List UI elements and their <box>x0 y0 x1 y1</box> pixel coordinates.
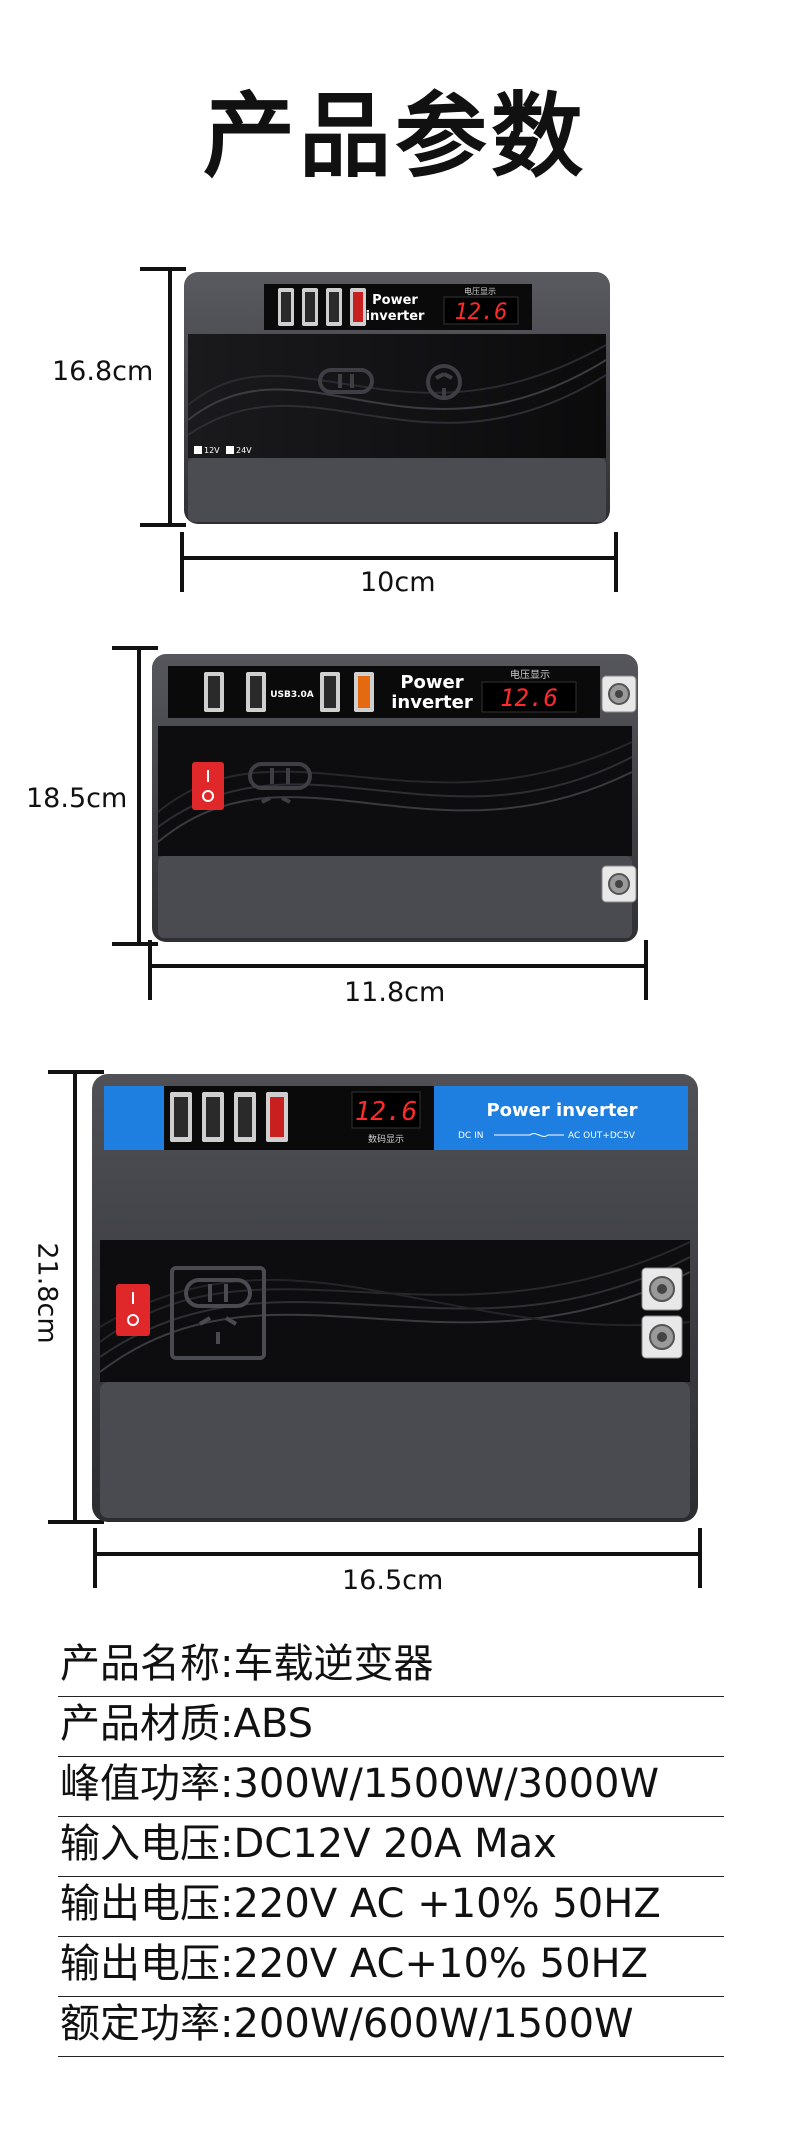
device-1-image: Power inverter 电压显示 12.6 12V 24V <box>184 272 610 524</box>
device-1-ac-socket-left <box>318 368 374 394</box>
device-1-switch-24v: 24V <box>236 446 252 455</box>
device-1-height-label: 16.8cm <box>52 356 154 387</box>
device-2-ac-socket <box>248 762 312 804</box>
spec-row: 产品材质:ABS <box>58 1696 724 1757</box>
device-2-voltage-display: 12.6 <box>500 684 558 712</box>
device-2-image: USB3.0A Power inverter 电压显示 12.6 <box>152 654 638 942</box>
device-3-height-label: 21.8cm <box>31 1242 63 1344</box>
spec-row: 输入电压:DC12V 20A Max <box>58 1816 724 1877</box>
device-3-ac-socket <box>170 1266 266 1360</box>
device-1-voltage-display: 12.6 <box>455 300 508 325</box>
spec-text: 输入电压:DC12V 20A Max <box>60 1821 557 1867</box>
spec-text: 产品材质:ABS <box>60 1701 313 1747</box>
device-3-power-switch <box>116 1284 150 1336</box>
device-2-terminal-top <box>601 675 637 713</box>
spec-row: 额定功率:200W/600W/1500W <box>58 1996 724 2057</box>
device-1-switch-12v: 12V <box>204 446 220 455</box>
device-2-brand-line2: inverter <box>391 692 473 713</box>
device-3-io-right: AC OUT+DC5V <box>568 1131 636 1141</box>
device-3-display-caption: 数码显示 <box>368 1133 404 1145</box>
device-3-terminal-top <box>641 1267 683 1311</box>
spec-row: 产品名称:车载逆变器 <box>58 1636 724 1697</box>
device-2-usb-label: USB3.0A <box>270 690 314 700</box>
spec-text: 峰值功率:300W/1500W/3000W <box>60 1761 660 1807</box>
device-1-width-label: 10cm <box>360 567 436 598</box>
spec-text: 产品名称:车载逆变器 <box>60 1641 434 1687</box>
device-3-terminal-bottom <box>641 1315 683 1359</box>
device-2-height-label: 18.5cm <box>26 783 128 814</box>
device-2-power-switch <box>192 762 224 810</box>
spec-row: 峰值功率:300W/1500W/3000W <box>58 1756 724 1817</box>
device-3-io-left: DC IN <box>458 1131 483 1141</box>
device-1-brand-line2: inverter <box>366 309 425 324</box>
device-2-width-label: 11.8cm <box>344 977 446 1008</box>
spec-row: 输出电压:220V AC +10% 50HZ <box>58 1876 724 1937</box>
device-3-brand: Power inverter <box>486 1100 637 1121</box>
device-3-width-label: 16.5cm <box>342 1565 444 1596</box>
device-3-voltage-display: 12.6 <box>355 1097 418 1127</box>
device-1-display-caption: 电压显示 <box>464 286 496 296</box>
spec-text: 输出电压:220V AC+10% 50HZ <box>60 1941 649 1987</box>
device-2-display-caption: 电压显示 <box>510 668 550 681</box>
device-1-brand-line1: Power <box>372 293 418 308</box>
spec-row: 输出电压:220V AC+10% 50HZ <box>58 1936 724 1997</box>
device-2-brand-line1: Power <box>400 672 463 693</box>
device-1-ac-socket-right <box>426 364 462 400</box>
device-3-image: 12.6 数码显示 Power inverter DC IN AC OUT+DC… <box>92 1074 698 1522</box>
device-2-terminal-bottom <box>601 865 637 903</box>
spec-text: 额定功率:200W/600W/1500W <box>60 2001 634 2047</box>
spec-text: 输出电压:220V AC +10% 50HZ <box>60 1881 661 1927</box>
page-title: 产品参数 <box>202 83 587 190</box>
